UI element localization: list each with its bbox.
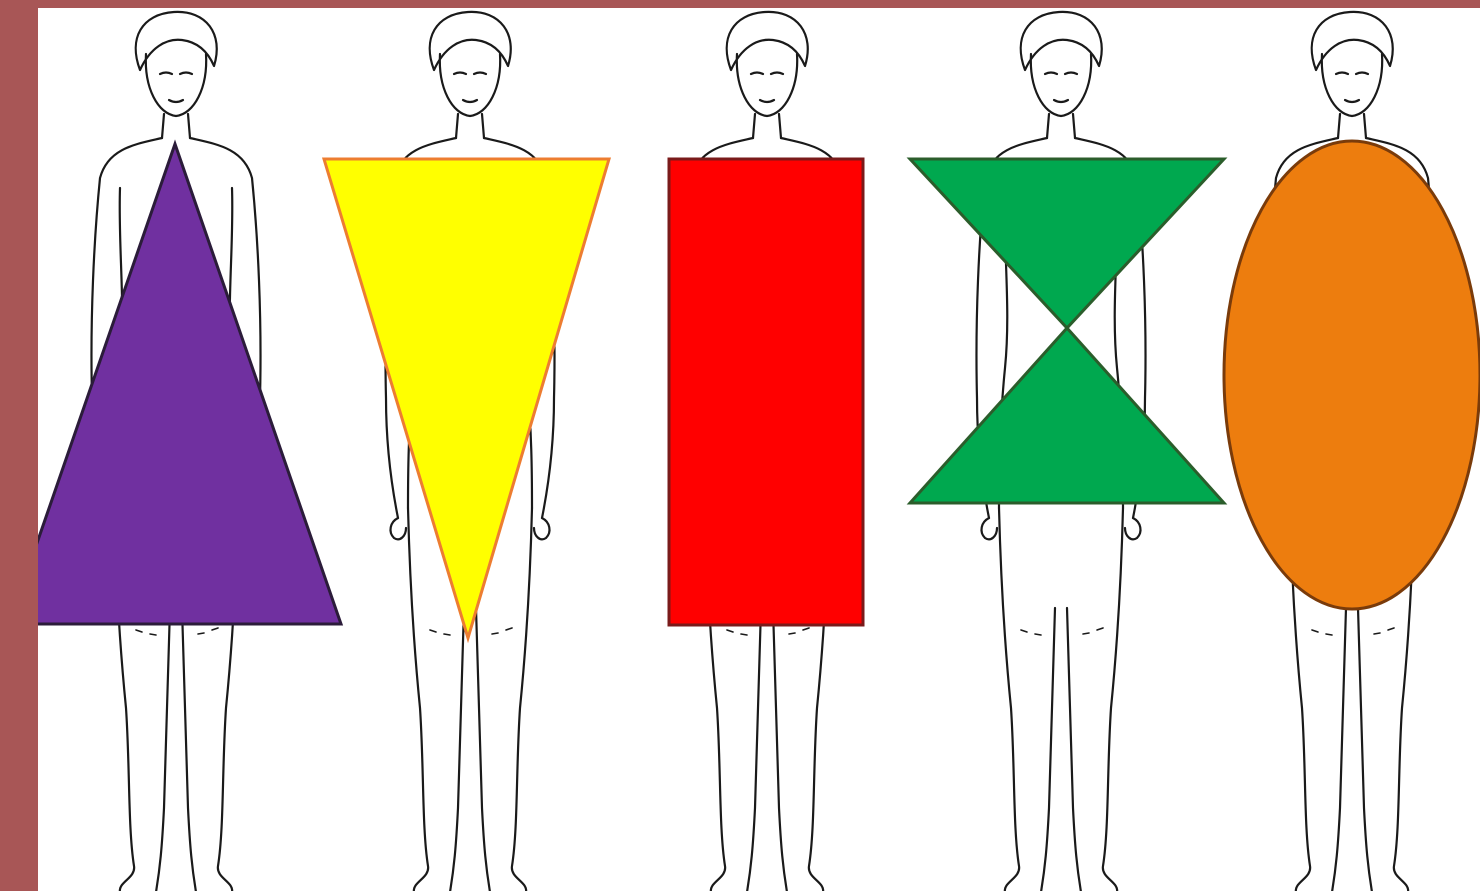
triangle-shape — [38, 144, 341, 624]
inverted-triangle-shape — [324, 159, 609, 638]
body-shapes-illustration — [38, 8, 1480, 891]
rectangle-shape — [669, 159, 863, 625]
oval-shape — [1224, 141, 1480, 609]
slide-canvas — [38, 8, 1480, 891]
hourglass-bottom-triangle — [910, 328, 1224, 503]
hourglass-top-triangle — [910, 159, 1224, 328]
